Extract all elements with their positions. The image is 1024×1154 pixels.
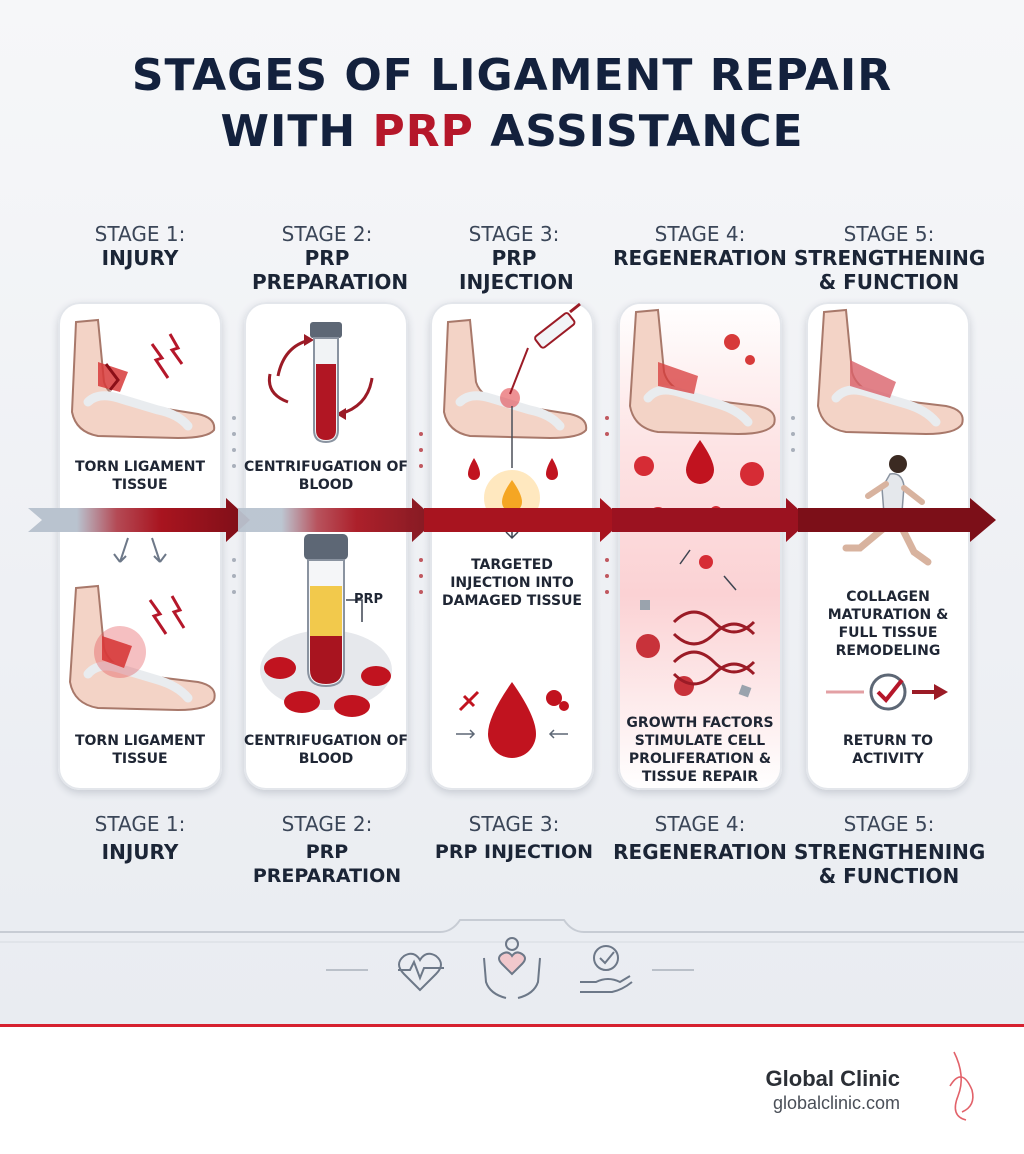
stage-4-top-label: STAGE 4:REGENERATION bbox=[607, 222, 793, 270]
infographic-canvas: STAGES OF LIGAMENT REPAIR WITH PRP ASSIS… bbox=[0, 0, 1024, 1026]
centrifuge-tube-icon bbox=[267, 322, 374, 444]
stage-number: STAGE 2: bbox=[281, 222, 373, 246]
stage-1-bottom-label: STAGE 1: INJURY bbox=[47, 812, 233, 864]
check-progress-icon bbox=[826, 673, 948, 711]
stage-name: PRP PREPARATION bbox=[252, 841, 402, 887]
stage-5-top-label: STAGE 5:STRENGTHENING & FUNCTION bbox=[791, 222, 987, 294]
stage-name: REGENERATION bbox=[613, 246, 787, 270]
title-line-1: STAGES OF LIGAMENT REPAIR bbox=[131, 50, 893, 101]
stage-number: STAGE 2: bbox=[281, 812, 373, 836]
heartbeat-icon bbox=[398, 952, 444, 992]
stage-5-bottom-caption: RETURN TO ACTIVITY bbox=[842, 733, 934, 767]
stage-5-bottom-label: STAGE 5: STRENGTHENING & FUNCTION bbox=[791, 812, 987, 888]
hand-check-icon bbox=[580, 945, 633, 993]
stage-2-top-label: STAGE 2:PRP PREPARATION bbox=[233, 222, 421, 294]
stage-4-card: GROWTH FACTORS STIMULATE CELL PROLIFERAT… bbox=[618, 302, 782, 790]
stage-number: STAGE 3: bbox=[468, 222, 560, 246]
separator-dots-3 bbox=[605, 416, 609, 594]
stage-2-card: CENTRIFUGATION OF BLOOD PRP CENTRIFUGATI… bbox=[244, 302, 408, 790]
title-highlight: PRP bbox=[372, 106, 474, 157]
stage-number: STAGE 5: bbox=[843, 812, 935, 836]
stage-name: PRP INJECTION bbox=[459, 246, 574, 294]
caring-hands-icon bbox=[483, 937, 541, 999]
page-title: STAGES OF LIGAMENT REPAIR WITH PRP ASSIS… bbox=[0, 48, 1024, 160]
syringe-icon bbox=[509, 302, 581, 395]
stage-2-top-caption: CENTRIFUGATION OF BLOOD bbox=[244, 459, 408, 493]
separator-dots-4 bbox=[791, 416, 795, 452]
title-line-2-prefix: WITH bbox=[220, 106, 373, 157]
stage-1-top-label: STAGE 1:INJURY bbox=[47, 222, 233, 270]
injection-illustration bbox=[442, 302, 588, 540]
stage-3-caption: TARGETED INJECTION INTO DAMAGED TISSUE bbox=[442, 557, 582, 609]
title-line-2-suffix: ASSISTANCE bbox=[473, 106, 804, 157]
stage-number: STAGE 3: bbox=[468, 812, 560, 836]
prp-label: PRP bbox=[354, 592, 384, 607]
stage-number: STAGE 1: bbox=[94, 222, 186, 246]
stage-5-caption: COLLAGEN MATURATION & FULL TISSUE REMODE… bbox=[827, 589, 949, 659]
stage-4-bottom-label: STAGE 4: REGENERATION bbox=[607, 812, 793, 864]
prp-tube-icon bbox=[260, 534, 392, 717]
stage-number: STAGE 1: bbox=[94, 812, 186, 836]
stage-number: STAGE 4: bbox=[654, 222, 746, 246]
progress-arrow bbox=[28, 498, 996, 542]
footer-red-line bbox=[0, 1024, 1024, 1027]
stage-name: PRP INJECTION bbox=[434, 841, 594, 863]
separator-dots-2 bbox=[419, 432, 423, 594]
brand-url: globalclinic.com bbox=[772, 1093, 900, 1113]
stage-name: INJURY bbox=[101, 246, 179, 270]
stage-2-bottom-caption: CENTRIFUGATION OF BLOOD bbox=[244, 733, 408, 767]
stage-name: STRENGTHENING & FUNCTION bbox=[794, 246, 986, 294]
stage-2-bottom-label: STAGE 2: PRP PREPARATION bbox=[229, 812, 425, 888]
stage-3-card: TARGETED INJECTION INTO DAMAGED TISSUE bbox=[430, 302, 594, 790]
injured-foot-icon bbox=[70, 318, 216, 440]
stage-number: STAGE 4: bbox=[654, 812, 746, 836]
plasma-drop-icon bbox=[456, 682, 569, 758]
injured-foot-icon-2 bbox=[68, 584, 216, 712]
stage-3-top-label: STAGE 3:PRP INJECTION bbox=[421, 222, 607, 294]
separator-dots-1 bbox=[232, 416, 236, 594]
brand-name: Global Clinic bbox=[765, 1066, 900, 1091]
signature-mark-icon bbox=[949, 1051, 974, 1121]
brand-block: Global Clinic globalclinic.com bbox=[640, 1066, 900, 1114]
stage-1-top-caption: TORN LIGAMENT TISSUE bbox=[74, 459, 206, 493]
stage-name: STRENGTHENING & FUNCTION bbox=[794, 840, 986, 888]
stage-name: PRP PREPARATION bbox=[252, 246, 409, 294]
down-arrows-icon bbox=[113, 537, 167, 563]
stage-1-bottom-caption: TORN LIGAMENT TISSUE bbox=[74, 733, 206, 767]
stage-number: STAGE 5: bbox=[843, 222, 935, 246]
stage-name: INJURY bbox=[101, 840, 179, 864]
stage-name: REGENERATION bbox=[613, 840, 787, 864]
healed-foot-icon bbox=[816, 308, 964, 436]
stage-1-card: TORN LIGAMENT TISSUE TORN LIGAMENT TISSU… bbox=[58, 302, 222, 790]
stage-5-card: COLLAGEN MATURATION & FULL TISSUE REMODE… bbox=[806, 302, 970, 790]
stage-3-bottom-label: STAGE 3: PRP INJECTION bbox=[421, 812, 607, 864]
title-line-2: WITH PRP ASSISTANCE bbox=[0, 104, 1024, 160]
stage-4-caption: GROWTH FACTORS STIMULATE CELL PROLIFERAT… bbox=[626, 715, 774, 785]
footer-decoration bbox=[0, 919, 1024, 999]
